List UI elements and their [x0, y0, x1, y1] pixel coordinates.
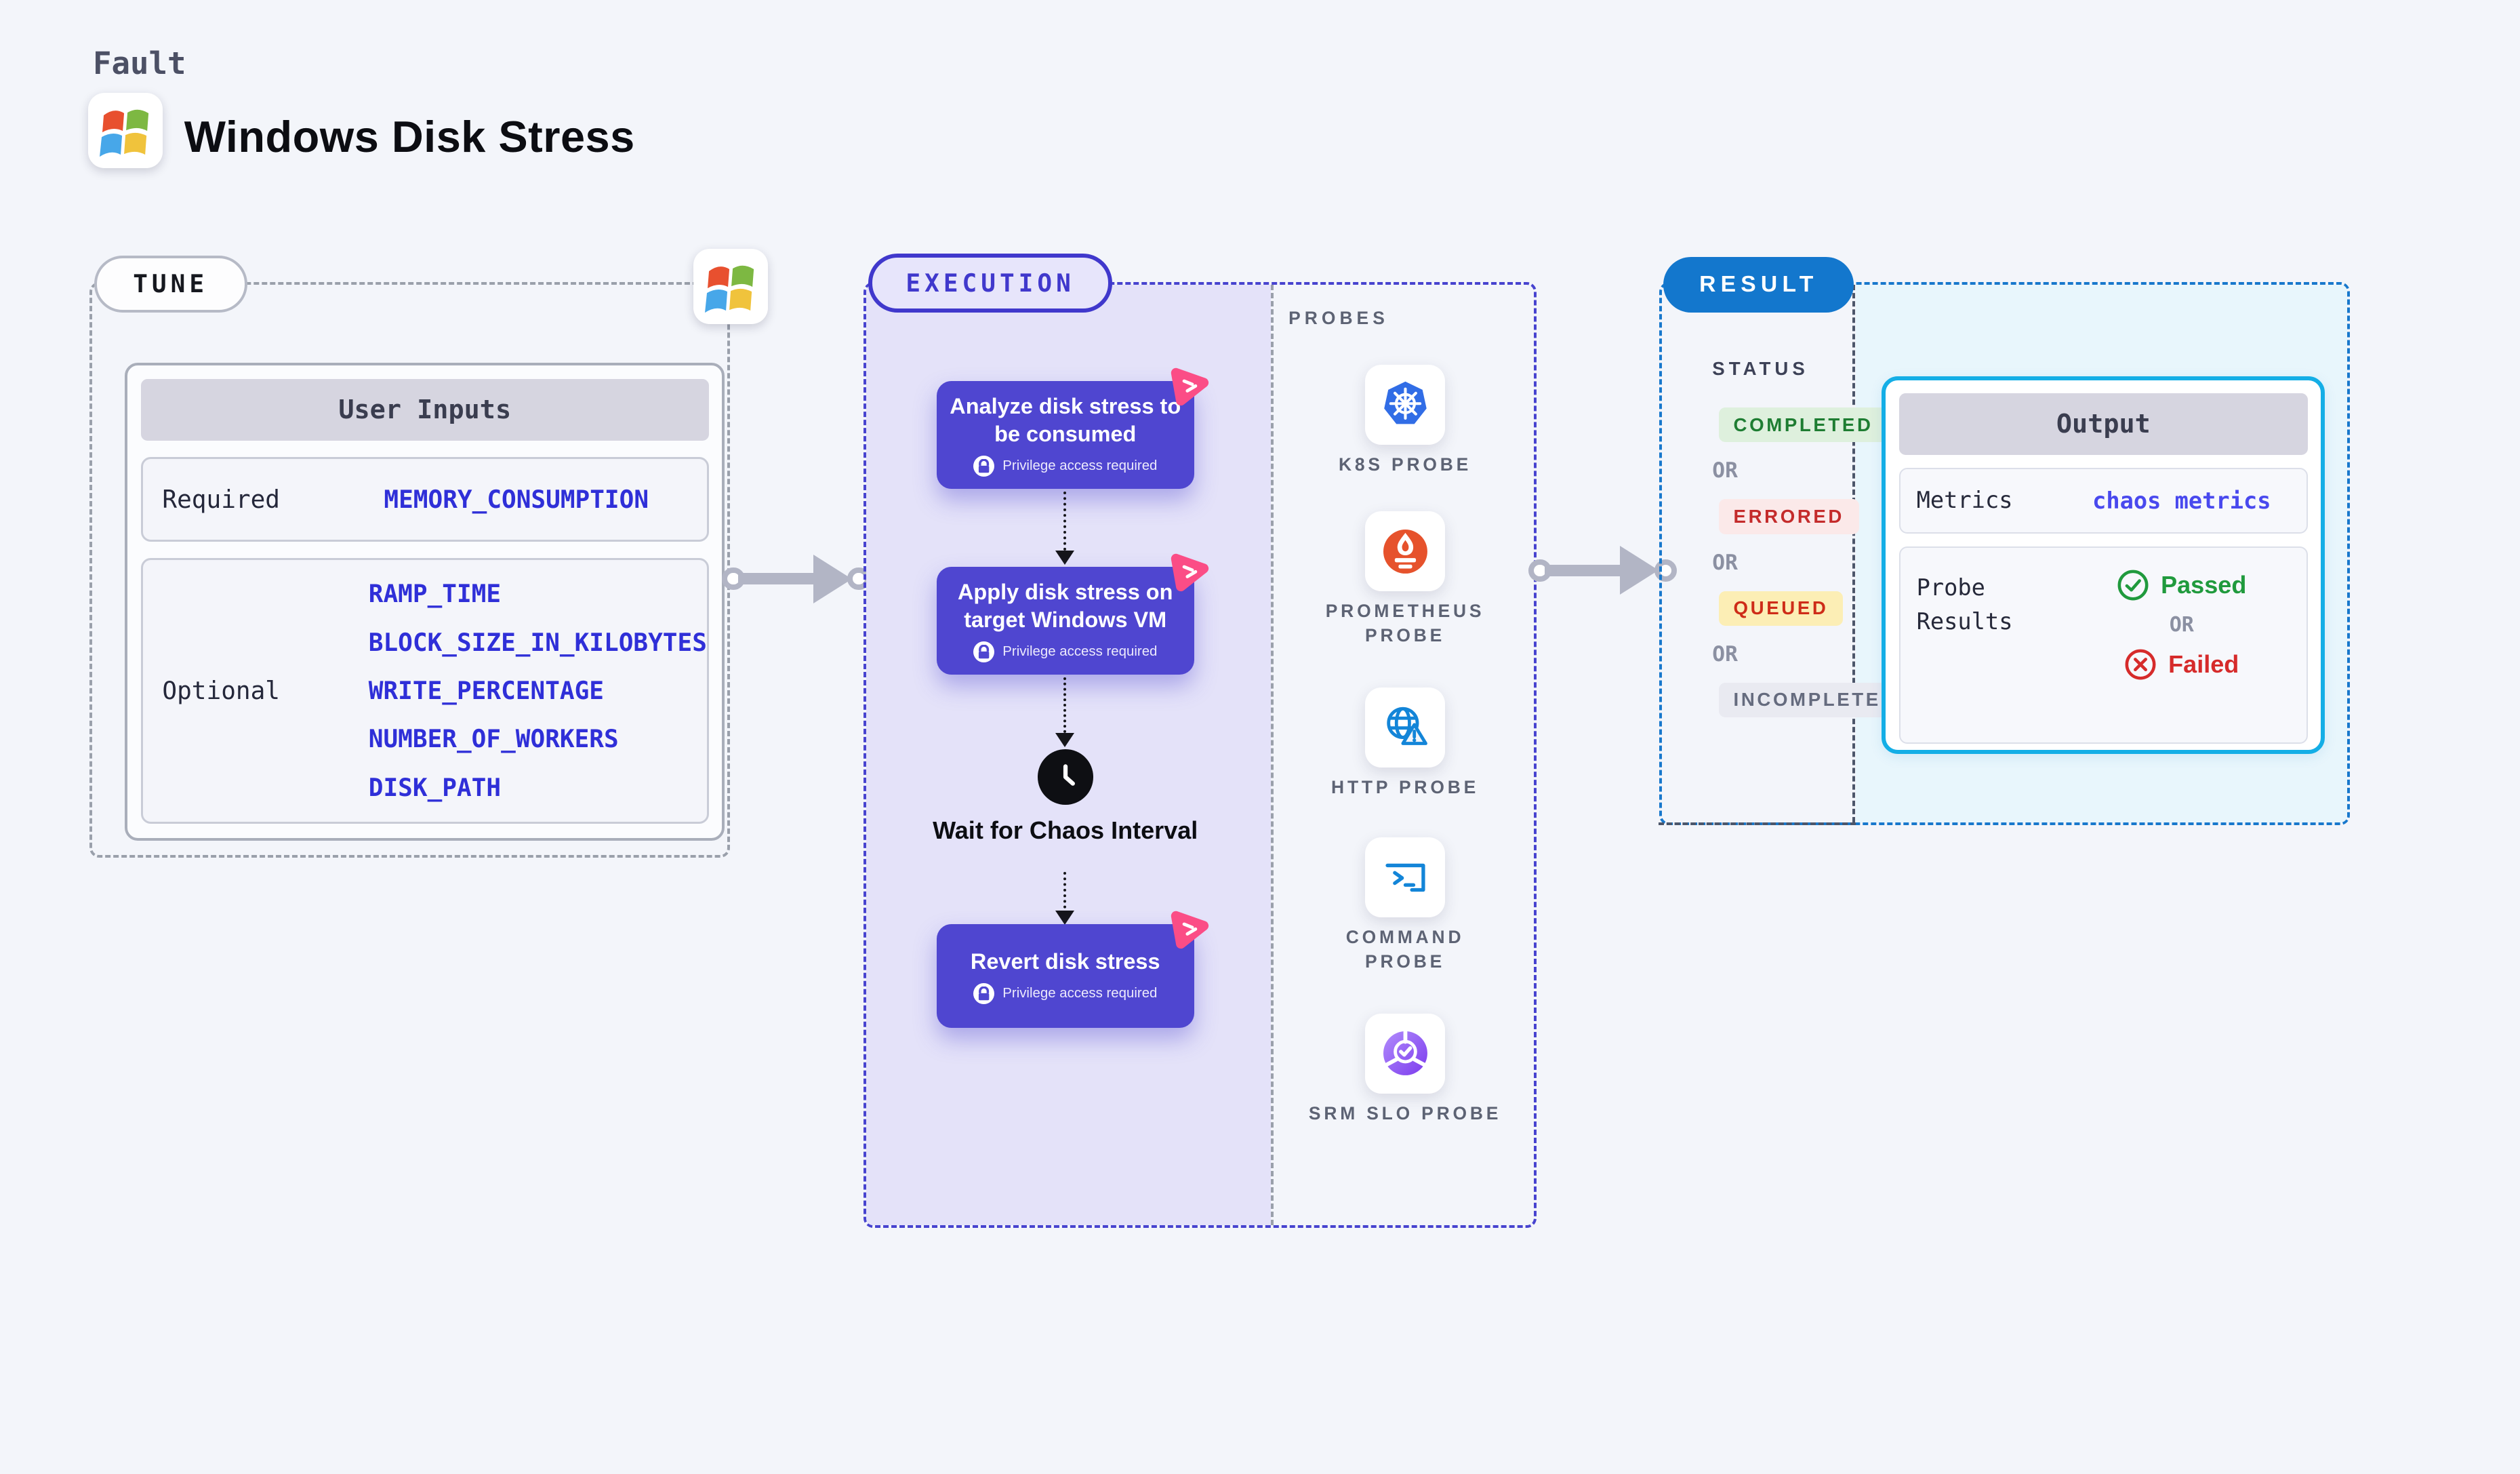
required-label: Required: [162, 485, 281, 514]
windows-flag-icon: [704, 266, 754, 313]
status-badge-incompleted: INCOMPLETED: [1718, 682, 1911, 718]
status-column: STATUS COMPLETED OR ERRORED OR QUEUED OR…: [1712, 358, 1911, 718]
passed-label: Passed: [2161, 571, 2247, 599]
step-analyze-disk-stress[interactable]: Analyze disk stress to be consumed Privi…: [936, 367, 1209, 489]
user-inputs-title: User Inputs: [140, 378, 709, 441]
prometheus-icon: [1383, 529, 1427, 574]
probe-results-row: Probe Results Passed OR: [1898, 546, 2309, 744]
optional-label: Optional: [162, 677, 281, 706]
metrics-label: Metrics: [1916, 487, 2013, 514]
probe-label: PROMETHEUS PROBE: [1325, 601, 1485, 645]
or-separator: OR: [1712, 550, 1738, 575]
result-status-bottom-border: [1658, 822, 1856, 826]
flow-connector-arrowhead: [1055, 911, 1075, 925]
step-apply-disk-stress[interactable]: Apply disk stress on target Windows VM P…: [936, 553, 1209, 675]
lock-icon: [973, 456, 995, 477]
flow-connector: [1063, 871, 1066, 915]
execution-section-label: EXECUTION: [868, 254, 1113, 313]
chaos-experiment-icon: [1171, 367, 1209, 405]
fault-kicker: Fault: [93, 45, 186, 82]
tune-section: TUNE User Inputs Required MEMORY_CONSUMP…: [89, 249, 769, 858]
status-badge-queued: QUEUED: [1718, 591, 1844, 626]
probes-panel-label: PROBES: [1288, 307, 1389, 328]
status-badge-errored: ERRORED: [1718, 499, 1859, 534]
probe-label: K8S PROBE: [1339, 454, 1472, 475]
privilege-badge: Privilege access required: [1002, 986, 1158, 1001]
chaos-experiment-icon: [1171, 911, 1209, 949]
param-ramp-time[interactable]: RAMP_TIME: [368, 580, 502, 609]
privilege-badge: Privilege access required: [1002, 644, 1158, 660]
param-number-of-workers[interactable]: NUMBER_OF_WORKERS: [368, 725, 619, 754]
probe-passed-verdict: Passed: [2117, 569, 2246, 601]
param-block-size[interactable]: BLOCK_SIZE_IN_KILOBYTES: [368, 628, 707, 657]
flow-connector: [1063, 492, 1066, 551]
wait-for-chaos-interval-label: Wait for Chaos Interval: [933, 816, 1198, 845]
result-section: RESULT STATUS COMPLETED OR ERRORED OR QU…: [1658, 257, 2351, 826]
step-title: Apply disk stress on target Windows VM: [958, 580, 1173, 632]
flow-connector: [1063, 677, 1066, 734]
flow-connector-arrowhead: [1055, 733, 1075, 747]
flow-connector-arrowhead: [1055, 550, 1075, 565]
kubernetes-icon: [1383, 382, 1427, 424]
user-inputs-card: User Inputs Required MEMORY_CONSUMPTION …: [125, 363, 725, 841]
lock-icon: [973, 641, 995, 663]
probe-label: COMMAND PROBE: [1345, 926, 1465, 972]
step-title: Revert disk stress: [970, 949, 1160, 974]
tune-section-label: TUNE: [94, 255, 247, 313]
chaos-experiment-icon: [1171, 553, 1209, 592]
probe-label: HTTP PROBE: [1331, 776, 1480, 797]
result-section-label: RESULT: [1663, 257, 1854, 313]
status-label: STATUS: [1712, 358, 1809, 380]
chaos-metrics-link[interactable]: chaos metrics: [2092, 487, 2271, 515]
page-title: Windows Disk Stress: [184, 111, 635, 161]
or-separator: OR: [1712, 458, 1738, 483]
srm-slo-probe-card[interactable]: [1365, 1013, 1445, 1094]
or-separator: OR: [2169, 613, 2194, 637]
terminal-icon: [1385, 863, 1425, 892]
optional-inputs-row: Optional RAMP_TIME BLOCK_SIZE_IN_KILOBYT…: [140, 558, 709, 824]
step-title: Analyze disk stress to be consumed: [950, 393, 1181, 446]
http-globe-icon: [1386, 707, 1427, 746]
execution-probes-divider: [1270, 284, 1274, 1225]
tune-to-execution-arrow: [722, 551, 876, 607]
probe-label: SRM SLO PROBE: [1308, 1102, 1502, 1123]
command-probe-card[interactable]: [1365, 837, 1445, 917]
param-disk-path[interactable]: DISK_PATH: [368, 773, 502, 802]
output-card: Output Metrics chaos metrics Probe Resul…: [1882, 376, 2325, 755]
step-revert-disk-stress[interactable]: Revert disk stress Privilege access requ…: [936, 911, 1209, 1029]
windows-logo-small: [693, 249, 769, 324]
probe-results-label: Probe Results: [1916, 574, 2013, 635]
required-inputs-row: Required MEMORY_CONSUMPTION: [140, 457, 709, 542]
probe-failed-verdict: Failed: [2124, 648, 2239, 681]
k8s-probe-card[interactable]: [1365, 364, 1445, 445]
param-write-percentage[interactable]: WRITE_PERCENTAGE: [368, 677, 604, 705]
param-memory-consumption[interactable]: MEMORY_CONSUMPTION: [384, 485, 649, 514]
failed-label: Failed: [2168, 650, 2239, 678]
windows-logo: [87, 93, 163, 168]
slo-gauge-icon: [1383, 1029, 1427, 1076]
windows-flag-icon: [100, 110, 149, 157]
lock-icon: [973, 983, 995, 1005]
status-badge-completed: COMPLETED: [1718, 407, 1888, 443]
metrics-row: Metrics chaos metrics: [1898, 468, 2309, 534]
privilege-badge: Privilege access required: [1002, 458, 1158, 474]
execution-section: EXECUTION Analyze disk stress to be cons…: [863, 254, 1537, 1228]
check-circle-icon: [2117, 570, 2149, 601]
result-status-divider: [1852, 284, 1855, 822]
x-circle-icon: [2125, 649, 2156, 680]
clock-icon: [1037, 749, 1093, 805]
http-probe-card[interactable]: [1365, 687, 1445, 768]
or-separator: OR: [1712, 641, 1738, 666]
output-title: Output: [1898, 393, 2309, 456]
execution-to-result-arrow: [1528, 543, 1683, 599]
prometheus-probe-card[interactable]: [1365, 511, 1445, 591]
